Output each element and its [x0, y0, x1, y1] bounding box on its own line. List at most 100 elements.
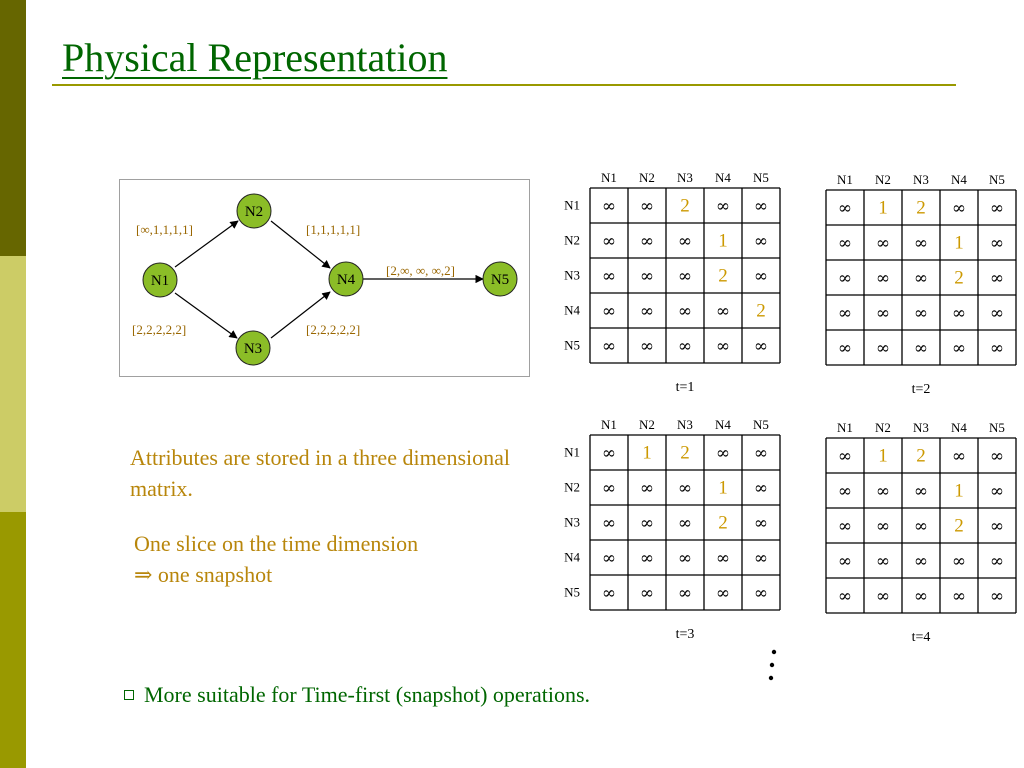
matrix-cell: ∞ [678, 584, 692, 604]
vertical-ellipsis-icon [768, 649, 777, 681]
matrix-cell: ∞ [640, 267, 654, 287]
node-n5: N5 [482, 261, 518, 297]
edge-label-n2-n4: [1,1,1,1,1] [306, 222, 360, 237]
graph-svg: [∞,1,1,1,1] [1,1,1,1,1] [2,2,2,2,2] [2,2… [132, 193, 518, 366]
square-bullet-icon [124, 689, 134, 700]
matrix-cell: 2 [718, 266, 728, 287]
matrix-cell: ∞ [914, 482, 928, 502]
matrix-cell: ∞ [914, 269, 928, 289]
column-header: N2 [875, 420, 891, 435]
matrix-cell: ∞ [640, 197, 654, 217]
matrix-cell: ∞ [716, 549, 730, 569]
matrix-cell: ∞ [602, 267, 616, 287]
column-header: N4 [951, 172, 967, 187]
node-label: N2 [245, 204, 263, 220]
row-header: N1 [564, 198, 580, 213]
column-header: N3 [677, 417, 693, 432]
attributes-description: Attributes are stored in a three dimensi… [130, 445, 510, 501]
matrix-cell: ∞ [952, 304, 966, 324]
matrix-cell: ∞ [602, 479, 616, 499]
matrix-cell: ∞ [914, 517, 928, 537]
time-label: t=2 [912, 382, 931, 397]
row-header: N5 [564, 338, 580, 353]
column-header: N3 [913, 172, 929, 187]
matrix-cell: ∞ [990, 304, 1004, 324]
column-header: N3 [677, 170, 693, 185]
matrix-cell: ∞ [838, 269, 852, 289]
node-n3: N3 [235, 330, 271, 366]
matrix-cell: ∞ [602, 514, 616, 534]
matrix-cell: 2 [756, 301, 766, 322]
node-label: N4 [337, 272, 356, 288]
matrix-cell: ∞ [754, 232, 768, 252]
matrix-cell: 1 [718, 478, 728, 499]
matrix-cell: ∞ [990, 482, 1004, 502]
matrix-cell: ∞ [838, 587, 852, 607]
column-header: N5 [753, 417, 769, 432]
matrix-cell: ∞ [990, 552, 1004, 572]
matrix-cell: ∞ [602, 197, 616, 217]
row-header: N4 [564, 550, 580, 565]
column-header: N4 [715, 417, 731, 432]
slide-title: Physical Representation [62, 35, 448, 80]
column-header: N4 [715, 170, 731, 185]
node-n2: N2 [236, 193, 272, 229]
matrix-cell: 2 [916, 446, 926, 467]
matrix-cell: ∞ [838, 199, 852, 219]
matrix-cell: ∞ [640, 479, 654, 499]
matrix-cell: ∞ [754, 444, 768, 464]
matrix-cell: ∞ [716, 444, 730, 464]
node-label: N3 [244, 341, 262, 357]
matrix-cell: ∞ [602, 444, 616, 464]
matrix-cell: ∞ [678, 337, 692, 357]
matrix-cell: ∞ [754, 197, 768, 217]
matrix-cell: ∞ [716, 337, 730, 357]
matrix-cell: 1 [954, 233, 964, 254]
matrix-cell: ∞ [640, 337, 654, 357]
column-header: N1 [837, 172, 853, 187]
column-header: N1 [601, 417, 617, 432]
matrix-cell: ∞ [990, 269, 1004, 289]
matrix-cell: ∞ [640, 584, 654, 604]
node-label: N5 [491, 272, 509, 288]
edge-label-n1-n3: [2,2,2,2,2] [132, 322, 186, 337]
matrix-cell: 1 [718, 231, 728, 252]
matrix-cell: ∞ [640, 232, 654, 252]
matrix-cell: ∞ [914, 339, 928, 359]
matrix-cell: ∞ [914, 304, 928, 324]
sidebar-segment-mid [0, 512, 26, 768]
matrix-cell: 1 [954, 481, 964, 502]
matrix-cell: ∞ [914, 552, 928, 572]
matrix-cell: 1 [642, 443, 652, 464]
matrix-cell: 2 [954, 516, 964, 537]
matrix-cell: 2 [718, 513, 728, 534]
matrix-cell: ∞ [754, 549, 768, 569]
column-header: N2 [639, 170, 655, 185]
matrix-cell: ∞ [876, 517, 890, 537]
matrix-cell: ∞ [952, 199, 966, 219]
matrix-cell: ∞ [876, 304, 890, 324]
matrix-cell: ∞ [754, 479, 768, 499]
matrix-cell: ∞ [640, 302, 654, 322]
slice-description: One slice on the time dimension ⇒ one sn… [134, 528, 534, 590]
sidebar-segment-light [0, 256, 26, 512]
matrix-cell: 1 [878, 198, 888, 219]
matrix-cell: ∞ [914, 587, 928, 607]
matrix-cell: ∞ [990, 234, 1004, 254]
matrix-cell: ∞ [602, 302, 616, 322]
matrix-cell: ∞ [952, 339, 966, 359]
matrix-cell: ∞ [678, 549, 692, 569]
time-label: t=4 [912, 630, 931, 645]
matrix-cell: ∞ [952, 552, 966, 572]
matrix-cell: ∞ [640, 549, 654, 569]
matrix-cell: ∞ [754, 584, 768, 604]
matrix-cell: ∞ [838, 447, 852, 467]
matrix-cell: ∞ [838, 304, 852, 324]
row-header: N2 [564, 233, 580, 248]
row-header: N1 [564, 445, 580, 460]
